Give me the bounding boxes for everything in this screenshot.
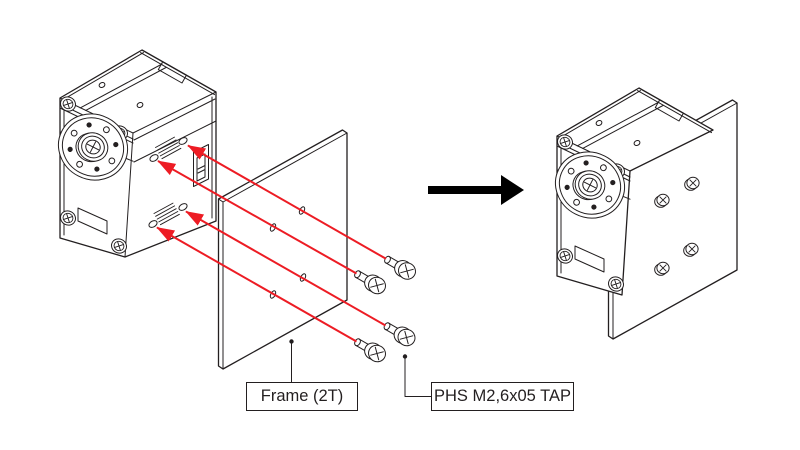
screw-label-text: PHS M2,6x05 TAP	[434, 387, 571, 406]
frame-label: Frame (2T)	[246, 382, 358, 411]
direction-arrow	[428, 175, 524, 205]
screw-leader-line	[402, 354, 432, 397]
mount-hole	[178, 137, 188, 145]
mount-hole	[148, 220, 158, 228]
connector-recess	[193, 144, 209, 187]
red-assembly-arrows	[156, 144, 387, 343]
frame-plate-exploded	[217, 129, 348, 370]
mount-hole	[178, 203, 188, 211]
frame-leader-line	[289, 339, 294, 383]
mount-hole	[149, 154, 159, 162]
vent-slots-lower	[153, 202, 180, 226]
assembled-unit	[544, 87, 738, 340]
actuator-side-face	[124, 91, 217, 258]
assembled-actuator	[544, 87, 714, 296]
screw-label: PHS M2,6x05 TAP	[431, 382, 574, 411]
exploded-actuator	[47, 49, 217, 258]
frame-label-text: Frame (2T)	[260, 387, 344, 406]
vent-slots-upper	[155, 136, 182, 160]
mounting-screws	[350, 250, 419, 366]
